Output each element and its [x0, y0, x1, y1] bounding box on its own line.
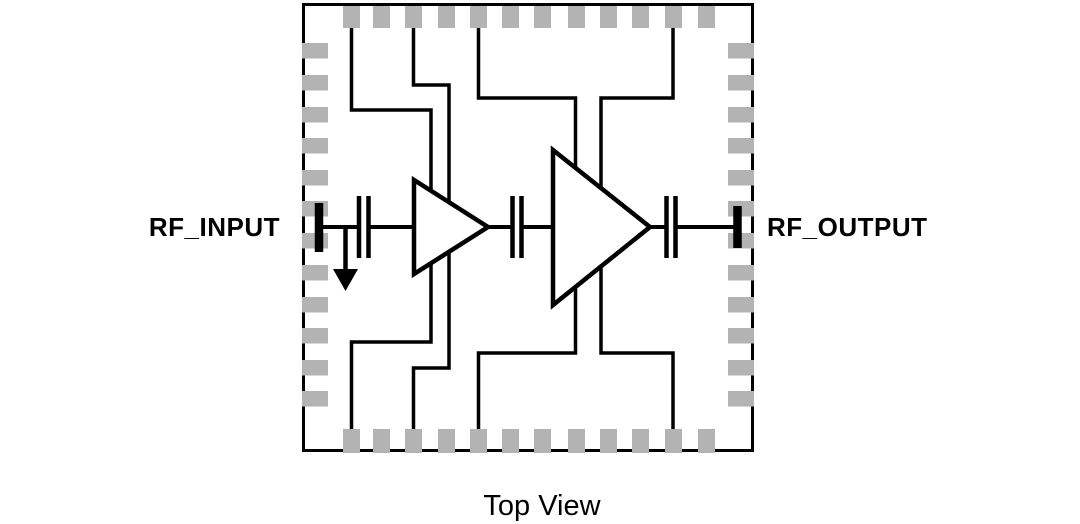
package-pad [665, 6, 682, 28]
package-pad [470, 6, 487, 28]
output-dc-block-capacitor-icon [664, 196, 678, 258]
package-pad [302, 170, 328, 186]
package-pad [568, 6, 585, 28]
package-pad [632, 429, 649, 453]
package-pad [302, 43, 328, 59]
package-pad [728, 360, 754, 376]
package-pad [373, 429, 390, 453]
package-pad [665, 429, 682, 453]
package-pad [302, 328, 328, 344]
interstage-capacitor-icon [510, 196, 524, 258]
package-pad [728, 391, 754, 407]
package-pad [302, 75, 328, 91]
pads-left-column [302, 43, 328, 407]
arrow-head [333, 269, 358, 291]
package-pad [343, 6, 360, 28]
package-pad [438, 429, 455, 453]
package-pad [438, 6, 455, 28]
package-pad [728, 75, 754, 91]
package-pad [728, 43, 754, 59]
input-dc-block-capacitor-icon [356, 196, 371, 258]
top-view-caption: Top View [483, 490, 601, 522]
package-pad [470, 429, 487, 453]
package-pad [302, 265, 328, 281]
package-pad [698, 6, 715, 28]
ground-arrow-icon [333, 227, 358, 291]
package-pad [502, 6, 519, 28]
package-pad [302, 107, 328, 123]
package-pad [302, 391, 328, 407]
package-pad [728, 138, 754, 154]
package-pad [632, 6, 649, 28]
pads-top-row [343, 6, 715, 28]
package-pad [698, 429, 715, 453]
package-pad [405, 6, 422, 28]
package-pad [302, 138, 328, 154]
package-pad [600, 6, 617, 28]
rf-output-label: RF_OUTPUT [767, 212, 928, 242]
package-pad [343, 429, 360, 453]
package-pad [728, 265, 754, 281]
package-pad [534, 6, 551, 28]
package-pad [728, 297, 754, 313]
package-pad [568, 429, 585, 453]
package-pad [373, 6, 390, 28]
pads-bottom-row [343, 429, 715, 453]
package-pad [728, 170, 754, 186]
package-pad [728, 107, 754, 123]
package-pad [302, 297, 328, 313]
package-pad [405, 429, 422, 453]
package-pad [302, 360, 328, 376]
package-pad [502, 429, 519, 453]
package-pad [728, 328, 754, 344]
package-pad [600, 429, 617, 453]
package-pad [534, 429, 551, 453]
rf-input-label: RF_INPUT [149, 212, 280, 242]
